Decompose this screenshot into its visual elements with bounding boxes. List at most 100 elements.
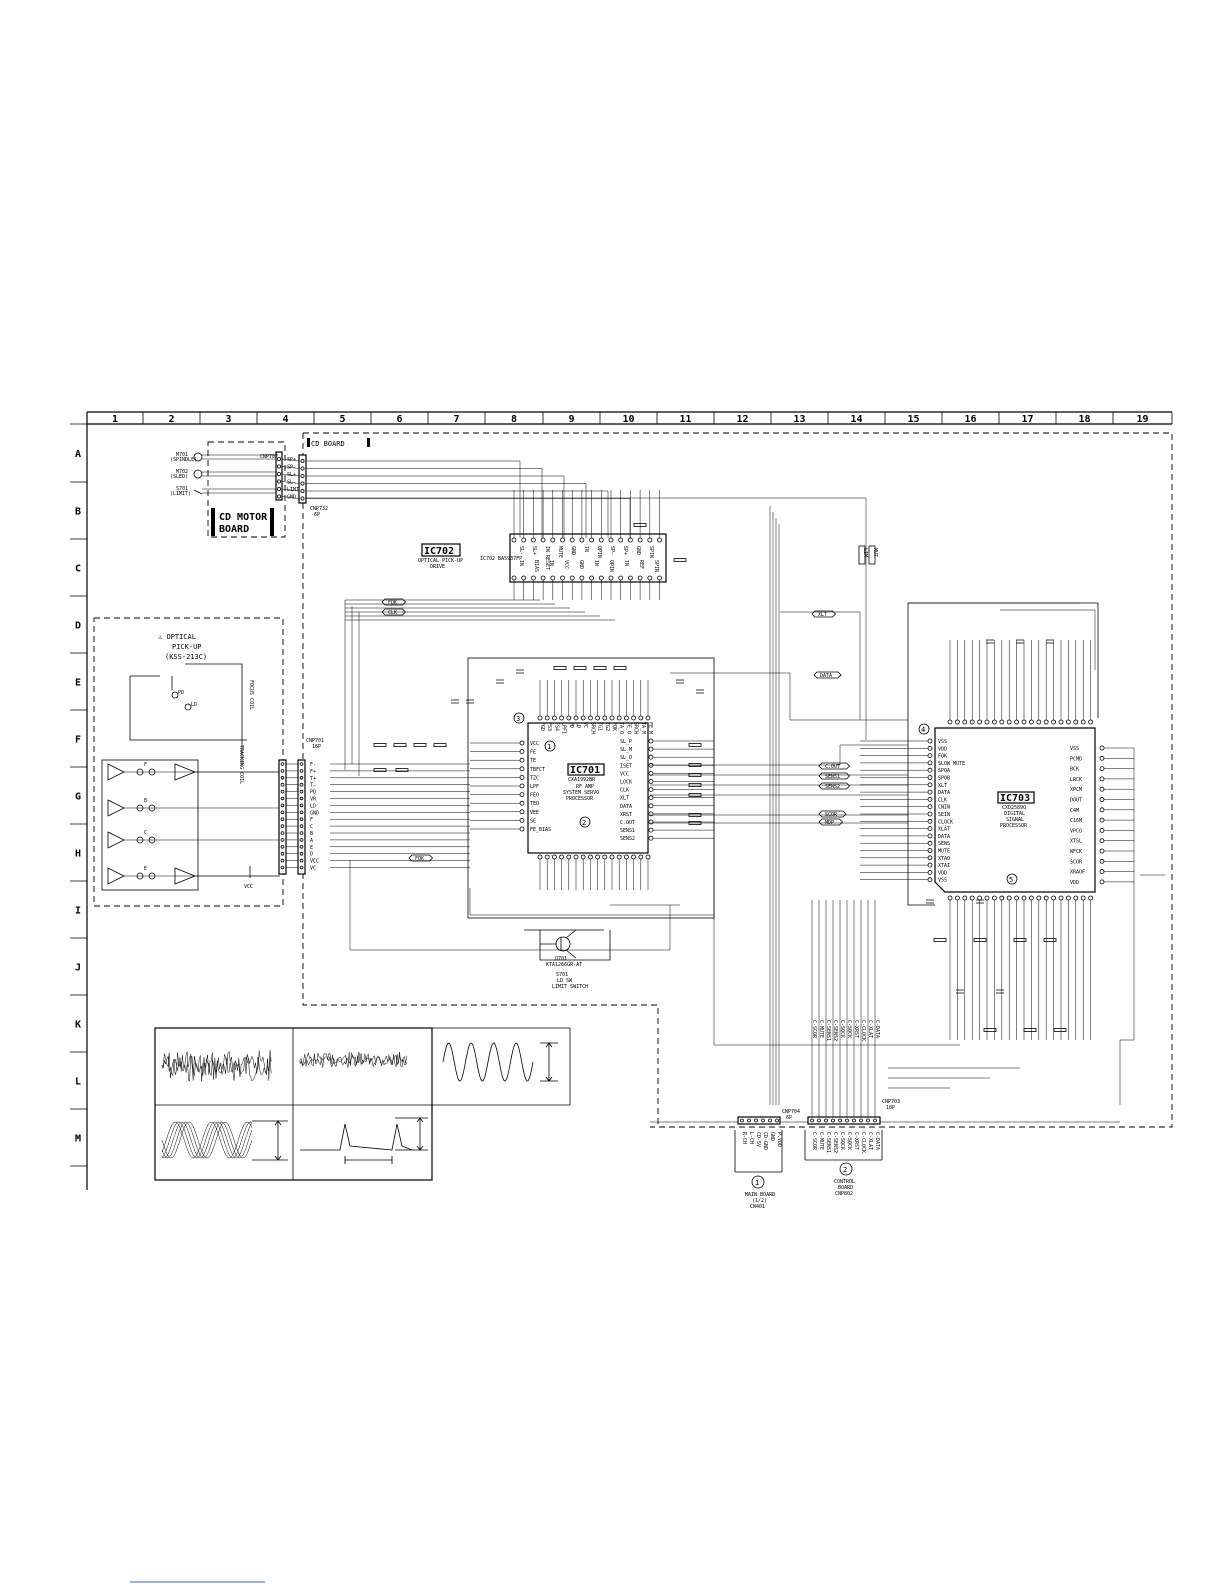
cnp701-pin: B [310, 831, 313, 837]
q701-ref: Q701 [555, 956, 567, 962]
ic701-right-pin: C.OUT [620, 820, 635, 826]
row-letter-M: M [75, 1134, 81, 1145]
row-letter-C: C [75, 564, 81, 575]
column-number-12: 12 [737, 414, 749, 425]
cnp701-pin: LD [310, 803, 316, 809]
ic701-top-pin: LD [575, 722, 581, 728]
row-letter-K: K [75, 1020, 81, 1031]
ic702-top-pin: GND [635, 546, 641, 555]
pickup-line2: PICK-UP [172, 643, 202, 651]
ic701-desc3: PROCESSOR [566, 796, 594, 802]
cd-board-boundary: CD BOARD [302, 432, 1173, 1128]
cnp704-dest2: (1/2) [752, 1198, 767, 1204]
cnp701-pin: VC [310, 866, 316, 872]
ic701-top-pin: SRCH [633, 722, 639, 734]
ic703-left-pin: XLT [938, 783, 947, 789]
cnp704-ref: CNP704 [782, 1109, 800, 1115]
ic702-top-pin: OPIN [596, 546, 602, 558]
ic701-left-pin: FE_BIAS [530, 827, 551, 833]
ic702-part: IC702 BA5937FP [480, 556, 522, 562]
ic702-bot-pin: IN [548, 560, 554, 566]
row-letter-B: B [75, 507, 81, 518]
ic703-right-pin: BCK [1070, 767, 1079, 773]
svg-text:3: 3 [516, 715, 520, 723]
ic702-bot-pin: OPIN [608, 560, 614, 572]
row-letter-H: H [75, 849, 81, 860]
column-number-4: 4 [283, 414, 289, 425]
cnp701-sub: 16P [312, 744, 321, 750]
ic703-right-pin: LRCK [1070, 777, 1082, 783]
pd-letter: C [144, 830, 147, 836]
column-number-9: 9 [569, 414, 575, 425]
ic703-left-pin: VDD [938, 870, 947, 876]
ic703-right-pin: VPCO [1070, 828, 1082, 834]
focus-coil-label: FOCUS COIL [248, 680, 254, 710]
ic701-left-pin: LPF [530, 784, 539, 790]
motor-ref: S701 [176, 486, 188, 492]
ic702-desc2: DRIVE [430, 564, 445, 570]
column-number-11: 11 [680, 414, 692, 425]
ic701-top-pin: SRCH [589, 722, 595, 734]
column-number-1: 1 [112, 414, 118, 425]
ic701-right-pin: SENS2 [620, 836, 635, 842]
signal-tag: MUT [872, 548, 878, 557]
s701-label: LIMIT SWITCH [552, 984, 588, 990]
pd-letter: B [144, 798, 147, 804]
cd-motor-board-line2: BOARD [219, 524, 249, 535]
cnp707-ref: CNP707 [260, 454, 278, 460]
cnp701-pin: T- [310, 783, 316, 789]
waveform-table [154, 1027, 571, 1181]
cnp704-dest3: CN401 [750, 1204, 765, 1210]
cnp732-connector: CNP732 6P [281, 454, 328, 518]
motor-name: (SLED) [170, 474, 188, 480]
ic703-right-pin: WFCK [1070, 849, 1082, 855]
cnp703-pin: C-SQCK [846, 1132, 852, 1150]
cnp703-pin: C-SCOR [811, 1132, 817, 1151]
cnp701-pin: F- [310, 762, 316, 768]
signal-tag: FOK [415, 856, 424, 862]
q701-label: LD SW [557, 978, 573, 984]
bus-label: C-SQCK [839, 1020, 845, 1038]
ic703-left-pin: SENS [938, 841, 950, 847]
cnp701-pin: A [310, 838, 313, 844]
ic703-left-pin: XTAI [938, 863, 950, 869]
ic703-right-pin: XPCM [1070, 787, 1082, 793]
ic701-desc2: SYSTEM SERVO [563, 790, 599, 796]
ic703-left-pin: CNIN [938, 805, 950, 811]
column-number-14: 14 [851, 414, 863, 425]
column-number-16: 16 [965, 414, 977, 425]
bus-label: C-SENS1 [825, 1020, 831, 1041]
ic703-left-pin: DATA [938, 790, 950, 796]
cnp703-pin: C-XRST [853, 1132, 859, 1150]
column-number-3: 3 [226, 414, 232, 425]
pickup-model: (KSS-213C) [165, 653, 207, 661]
ic702-bot-pin: SPIN [653, 560, 659, 572]
ic701-right-pin: DATA [620, 804, 632, 810]
cnp701-pin: F [310, 817, 313, 823]
cnp703-circle: 2 [843, 1166, 847, 1174]
ic702-top-pin: SPIN [648, 546, 654, 558]
ic701-label: IC701 [570, 765, 600, 776]
column-number-5: 5 [340, 414, 346, 425]
ic703-right-pin: C4M [1070, 808, 1079, 814]
ic701-right-pin: SENS1 [620, 828, 635, 834]
ic703-right-pin: XRAOF [1070, 870, 1085, 876]
cnp701-ref: CNP701 [306, 738, 324, 744]
cnp703-pin: C-SENS2 [832, 1132, 838, 1153]
row-letter-D: D [75, 621, 81, 632]
ic703-left-pin: CLOCK [938, 819, 953, 825]
ic701-left-pin: TBFCT [530, 767, 545, 773]
ic701-left-pin: TZC [530, 775, 539, 781]
ic703-left-pin: SEIN [938, 812, 950, 818]
ic701-left-pin: VCC [530, 741, 539, 747]
bus-label: C-SENS2 [832, 1020, 838, 1041]
ic701-top-pin: FS3 [546, 722, 552, 731]
ic703-desc3: PROCESSOR [1000, 823, 1028, 829]
